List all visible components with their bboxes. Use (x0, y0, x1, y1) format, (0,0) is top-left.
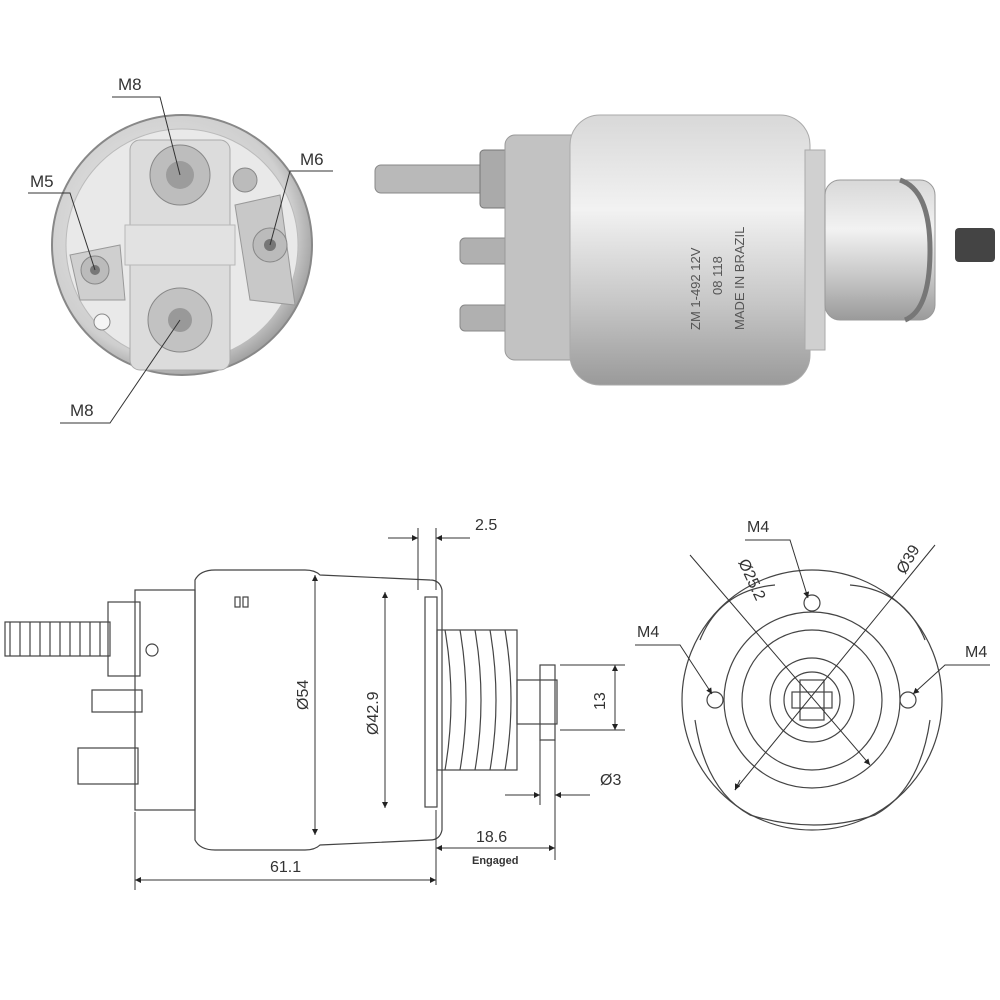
side-drawing: 2.5 Ø54 Ø42.9 13 Ø3 18.6 Engaged 61.1 (4, 517, 625, 890)
label-m5: M5 (30, 172, 54, 191)
label-m8-bottom: M8 (70, 401, 94, 420)
marking-batch: 08 118 (710, 256, 725, 295)
label-hole-right: M4 (965, 644, 987, 661)
dim-plunger-width: 13 (592, 692, 609, 710)
dim-body-diameter: Ø54 (295, 680, 312, 710)
end-view-photo: M8 M5 M6 M8 (28, 75, 333, 424)
dim-bolt-circle: Ø39 (894, 542, 924, 577)
label-m8-top: M8 (118, 75, 142, 94)
marking-origin: MADE IN BRAZIL (732, 227, 747, 330)
dim-pin-diameter: Ø3 (600, 772, 621, 789)
front-drawing: M4 M4 M4 Ø25.2 Ø39 (635, 519, 990, 831)
dim-flange-diameter: Ø42.9 (365, 691, 382, 735)
dim-flange-gap: 2.5 (475, 517, 497, 534)
label-m6: M6 (300, 150, 324, 169)
dim-plunger-travel-note: Engaged (472, 855, 518, 867)
label-hole-top: M4 (747, 519, 769, 536)
marking-part-number: ZM 1-492 12V (688, 247, 703, 330)
dim-overall-length: 61.1 (270, 859, 301, 876)
side-photo: ZM 1-492 12V 08 118 MADE IN BRAZIL (374, 114, 995, 386)
label-hole-left: M4 (637, 624, 659, 641)
dim-plunger-travel: 18.6 (476, 829, 507, 846)
